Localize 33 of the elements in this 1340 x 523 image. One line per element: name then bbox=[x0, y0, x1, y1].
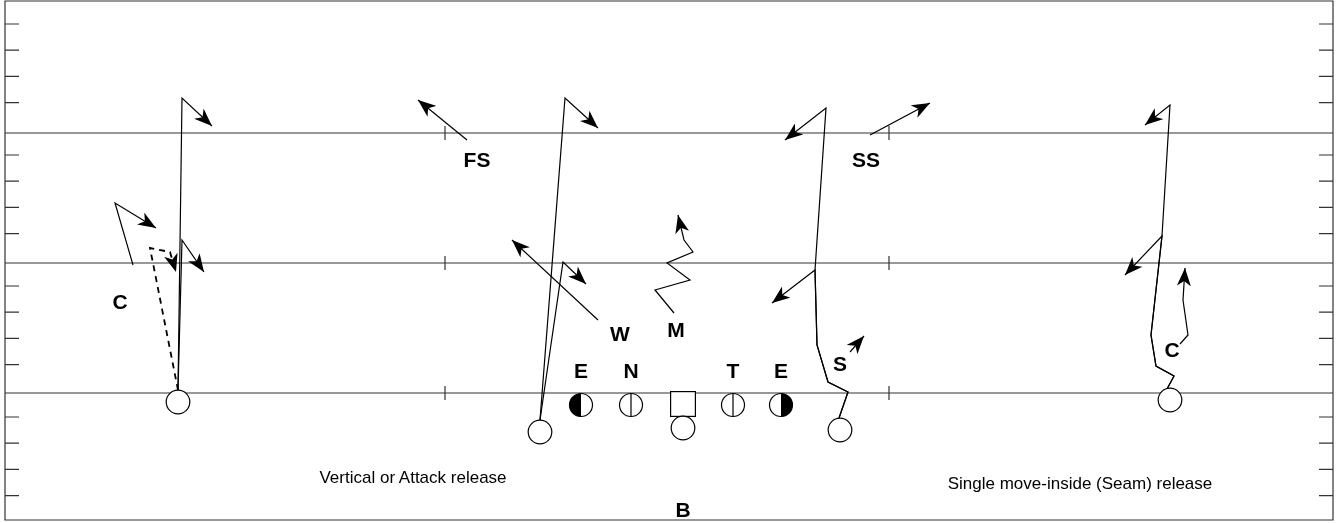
player-label: FS bbox=[463, 149, 491, 171]
route-arrow bbox=[846, 335, 865, 355]
route-arrow bbox=[1176, 267, 1191, 345]
player-label: W bbox=[610, 323, 630, 345]
player-circle bbox=[1157, 387, 1183, 413]
player-label: T bbox=[725, 360, 741, 382]
route-arrow bbox=[539, 260, 587, 421]
player-circle bbox=[527, 419, 553, 445]
center-square bbox=[670, 391, 696, 417]
player-label: M bbox=[667, 319, 685, 341]
route-arrow bbox=[771, 268, 849, 419]
route-arrow bbox=[539, 96, 599, 421]
player-label: B bbox=[675, 499, 691, 521]
player-label: C bbox=[1164, 339, 1180, 361]
route-arrow bbox=[511, 239, 599, 321]
player-label: C bbox=[112, 291, 128, 313]
player-circle bbox=[670, 415, 696, 441]
player-circle bbox=[827, 417, 853, 443]
player-label: S bbox=[833, 353, 847, 375]
caption-text: Vertical or Attack release bbox=[319, 468, 507, 488]
route-arrow bbox=[177, 238, 205, 391]
route-arrow bbox=[114, 201, 157, 266]
player-label: N bbox=[622, 360, 640, 382]
player-label: SS bbox=[852, 149, 880, 171]
route-arrow bbox=[869, 102, 931, 136]
route-arrow bbox=[148, 246, 179, 391]
caption-text: Single move-inside (Seam) release bbox=[947, 474, 1213, 494]
route-arrow bbox=[653, 214, 694, 314]
route-arrow bbox=[417, 99, 468, 141]
player-label: E bbox=[573, 360, 589, 382]
route-arrow bbox=[1124, 234, 1175, 390]
player-circle bbox=[165, 389, 191, 415]
player-label: E bbox=[773, 360, 789, 382]
